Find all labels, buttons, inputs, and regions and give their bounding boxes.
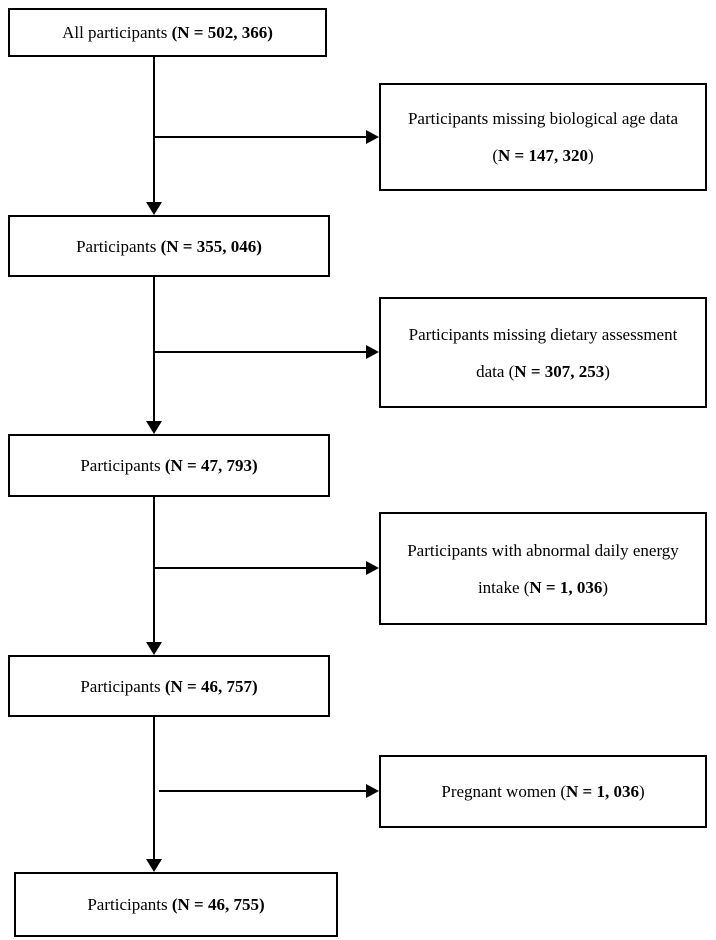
connector-vertical-4 (153, 717, 155, 860)
connector-branch-4 (159, 790, 366, 792)
connector-vertical-3 (153, 497, 155, 643)
exclusion-box-text-line: Participants missing biological age data (407, 109, 679, 128)
exclusion-box-text-line: Pregnant women (N = 1, 036) (441, 782, 645, 801)
flow-box-text: Participants (N = 355, 046) (76, 236, 262, 256)
flow-box-participants-47793: Participants (N = 47, 793) (8, 434, 330, 497)
exclusion-box-text-line: Participants with abnormal daily energy (407, 540, 679, 560)
exclusion-box-text-line: data (N = 307, 253) (476, 361, 610, 381)
arrow-right-icon (366, 345, 379, 359)
flow-box-text: Participants (N = 46, 755) (87, 895, 265, 914)
flow-box-text: Participants (N = 47, 793) (80, 456, 258, 475)
arrow-down-icon (146, 859, 162, 872)
exclusion-box-abnormal-energy-intake: Participants with abnormal daily energy … (379, 512, 707, 625)
exclusion-box-text-line: Participants missing dietary assessment (408, 324, 678, 344)
exclusion-box-text-line: intake (N = 1, 036) (477, 577, 609, 597)
exclusion-box-pregnant-women: Pregnant women (N = 1, 036) (379, 755, 707, 828)
flow-box-text: All participants (N = 502, 366) (62, 23, 273, 42)
arrow-down-icon (146, 202, 162, 215)
arrow-down-icon (146, 642, 162, 655)
connector-vertical-2 (153, 277, 155, 422)
arrow-right-icon (366, 130, 379, 144)
connector-branch-2 (154, 351, 366, 353)
arrow-down-icon (146, 421, 162, 434)
flow-box-participants-355046: Participants (N = 355, 046) (8, 215, 330, 277)
flow-box-participants-46755: Participants (N = 46, 755) (14, 872, 338, 937)
connector-branch-1 (154, 136, 366, 138)
exclusion-box-missing-dietary-assessment: Participants missing dietary assessment … (379, 297, 707, 408)
exclusion-box-missing-biological-age: Participants missing biological age data… (379, 83, 707, 191)
connector-branch-3 (154, 567, 366, 569)
connector-vertical-1 (153, 57, 155, 203)
flow-box-participants-46757: Participants (N = 46, 757) (8, 655, 330, 717)
exclusion-box-text-line: (N = 147, 320) (492, 146, 594, 165)
arrow-right-icon (366, 561, 379, 575)
arrow-right-icon (366, 784, 379, 798)
flow-box-all-participants: All participants (N = 502, 366) (8, 8, 327, 57)
flow-box-text: Participants (N = 46, 757) (80, 676, 258, 696)
